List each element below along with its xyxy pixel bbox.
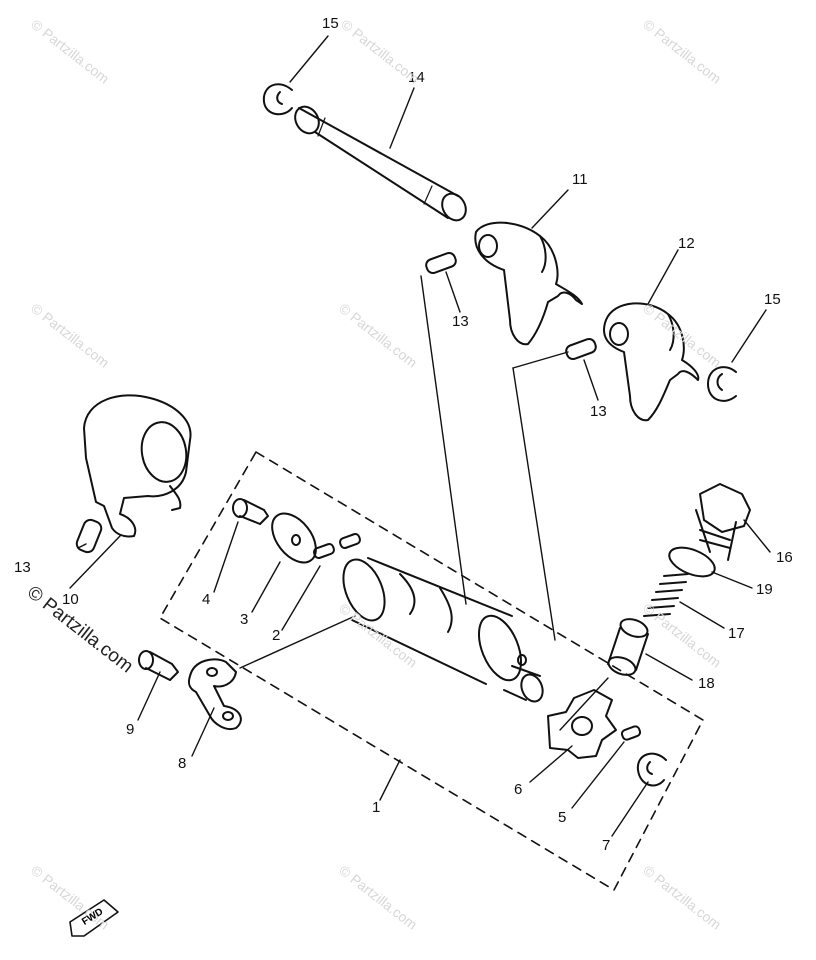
callout-8: 8 bbox=[178, 755, 187, 772]
shift-fork-11 bbox=[474, 221, 583, 346]
fwd-arrow bbox=[69, 899, 119, 937]
callout-4: 4 bbox=[202, 591, 211, 608]
circlip-7 bbox=[636, 752, 667, 787]
shift-drum bbox=[342, 557, 544, 703]
callout-13: 13 bbox=[590, 403, 607, 420]
callout-6: 6 bbox=[514, 781, 523, 798]
callout-5: 5 bbox=[558, 809, 567, 826]
callout-10: 10 bbox=[62, 591, 79, 608]
segment-6 bbox=[547, 689, 617, 759]
stopper-8 bbox=[187, 658, 242, 730]
callout-13: 13 bbox=[452, 313, 469, 330]
spring-17 bbox=[643, 573, 689, 617]
callout-19: 19 bbox=[756, 581, 773, 598]
callout-18: 18 bbox=[698, 675, 715, 692]
dowel-pins bbox=[75, 251, 597, 554]
callout-9: 9 bbox=[126, 721, 135, 738]
pin-5 bbox=[620, 725, 642, 741]
pins-2 bbox=[313, 533, 361, 559]
screw-9 bbox=[138, 650, 179, 681]
guide-lines bbox=[239, 275, 609, 731]
callout-12: 12 bbox=[678, 235, 695, 252]
callout-3: 3 bbox=[240, 611, 249, 628]
callout-1: 1 bbox=[372, 799, 381, 816]
fwd-label: FWD bbox=[80, 906, 106, 928]
callout-16: 16 bbox=[776, 549, 793, 566]
shift-fork-12 bbox=[603, 302, 700, 422]
assembly-boundary bbox=[159, 451, 704, 891]
shift-fork-10 bbox=[83, 394, 192, 538]
pin-18 bbox=[607, 618, 649, 676]
callout-15: 15 bbox=[322, 15, 339, 32]
circlip-right bbox=[707, 366, 737, 402]
plate-3 bbox=[271, 512, 317, 564]
callout-13: 13 bbox=[14, 559, 31, 576]
callout-17: 17 bbox=[728, 625, 745, 642]
bolt-16 bbox=[695, 483, 751, 561]
callout-14: 14 bbox=[408, 69, 425, 86]
leader-lines bbox=[69, 35, 771, 837]
callout-15: 15 bbox=[764, 291, 781, 308]
screw-4 bbox=[232, 498, 269, 525]
shift-fork-shaft bbox=[294, 105, 467, 222]
callout-2: 2 bbox=[272, 627, 281, 644]
callout-11: 11 bbox=[572, 171, 588, 188]
callout-7: 7 bbox=[602, 837, 611, 854]
circlip-top bbox=[262, 83, 293, 116]
